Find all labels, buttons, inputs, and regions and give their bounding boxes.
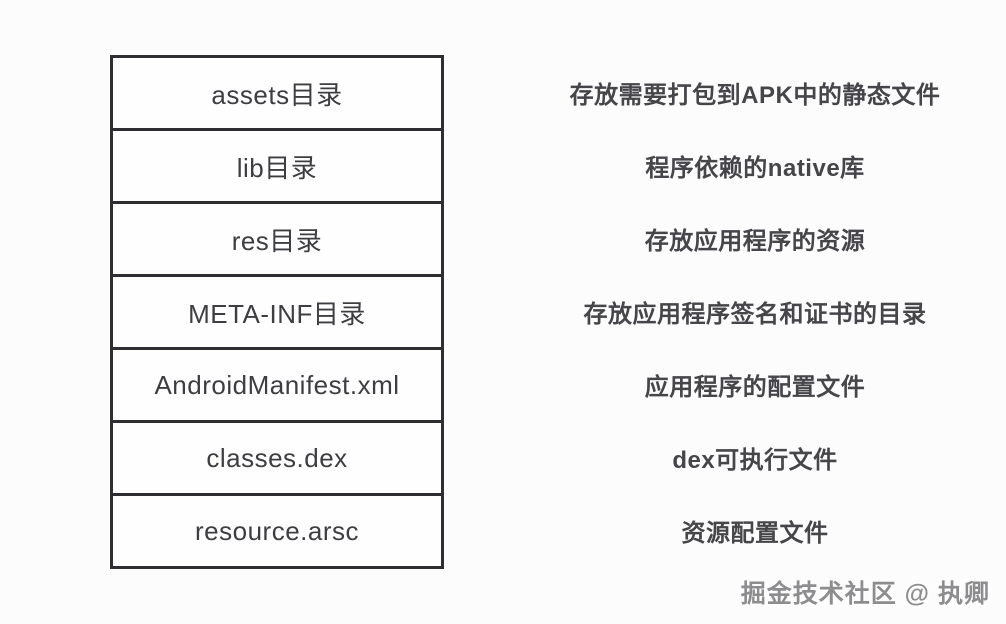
apk-entry-box: resource.arsc: [110, 493, 444, 569]
apk-entry-description: 资源配置文件: [681, 520, 829, 547]
apk-entry-label: classes.dex: [206, 442, 348, 473]
apk-entry-label: assets目录: [211, 79, 343, 110]
apk-entry-box: lib目录: [110, 128, 444, 204]
apk-entry-description: 存放应用程序签名和证书的目录: [583, 301, 927, 328]
apk-entry-label: lib目录: [236, 152, 318, 183]
apk-entry-description: 程序依赖的native库: [645, 155, 865, 182]
apk-entry-box: assets目录: [110, 55, 444, 131]
apk-entry-box: res目录: [110, 201, 444, 277]
apk-entry-description: dex可执行文件: [672, 447, 838, 474]
watermark: 掘金技术社区 @ 执卿: [740, 580, 990, 608]
apk-entry-box: AndroidManifest.xml: [110, 347, 444, 423]
apk-file-stack: assets目录 lib目录 res目录 META-INF目录 AndroidM…: [110, 55, 444, 569]
apk-entry-label: AndroidManifest.xml: [154, 369, 400, 400]
apk-entry-label: META-INF目录: [188, 298, 366, 329]
apk-entry-description: 存放需要打包到APK中的静态文件: [569, 82, 941, 109]
apk-entry-box: META-INF目录: [110, 274, 444, 350]
apk-entry-description: 存放应用程序的资源: [644, 228, 866, 255]
apk-entry-description: 应用程序的配置文件: [644, 374, 866, 401]
apk-entry-label: resource.arsc: [195, 515, 359, 546]
descriptions-column: 存放需要打包到APK中的静态文件 程序依赖的native库 存放应用程序的资源 …: [500, 56, 1006, 567]
apk-entry-label: res目录: [231, 225, 323, 256]
apk-entry-box: classes.dex: [110, 420, 444, 496]
